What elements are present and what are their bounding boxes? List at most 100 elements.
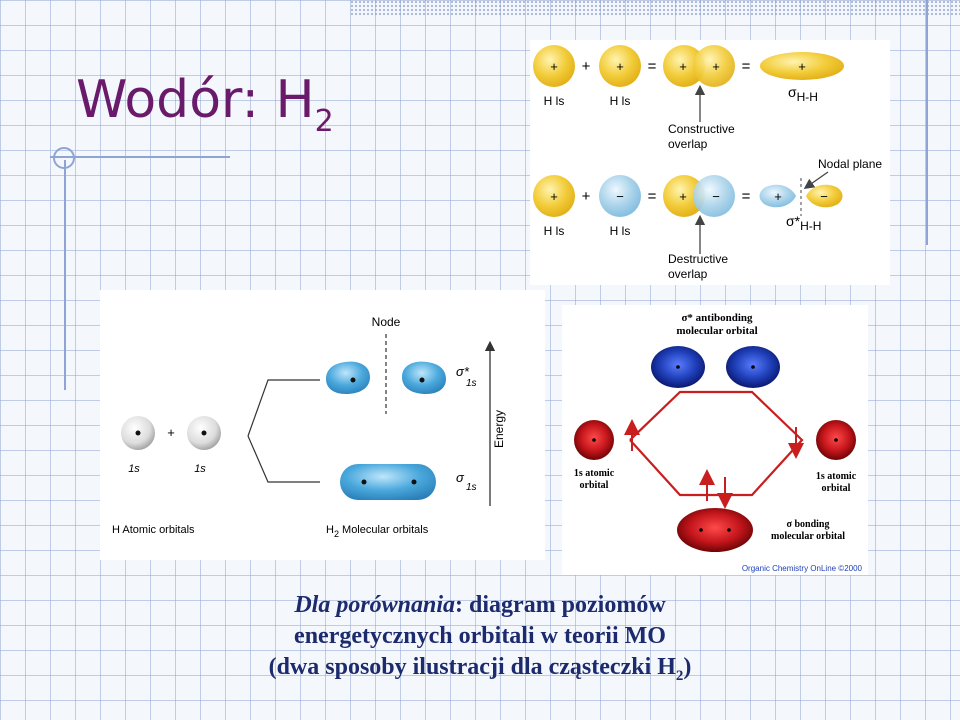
row2-sigma-star-left-lobe bbox=[759, 184, 796, 208]
row2-sigma-star-label: σ*H-H bbox=[786, 213, 821, 233]
atomic-label-b: 1s bbox=[194, 463, 206, 475]
sigma-star-symbol: σ* bbox=[456, 364, 470, 379]
row2-nodal-arrow bbox=[803, 171, 829, 189]
row2-equals-sign: = bbox=[648, 188, 657, 205]
sigma-symbol: σ bbox=[456, 470, 465, 485]
right-atomic-dot bbox=[834, 438, 838, 442]
row2-overlap-a bbox=[663, 175, 705, 217]
antibonding-nucleus-left bbox=[350, 377, 356, 383]
caption-line2: energetycznych orbitali w teorii MO bbox=[294, 623, 666, 649]
row2-note-line2: overlap bbox=[668, 267, 708, 281]
row1-orbital-a bbox=[533, 45, 575, 87]
bonding-title-line1: σ bonding bbox=[787, 519, 830, 530]
row1-note-line2: overlap bbox=[668, 137, 708, 151]
left-atomic-dot bbox=[592, 438, 596, 442]
top-dotted-bar bbox=[350, 0, 960, 16]
row2-overlap-a-sign: + bbox=[679, 189, 687, 204]
row1-orbital-a-sign: + bbox=[550, 59, 558, 74]
antibonding-left-lobe bbox=[326, 361, 370, 394]
comparison-caption: Dla porównania: diagram poziomów energety… bbox=[150, 590, 810, 686]
sigma-subscript: 1s bbox=[466, 482, 477, 493]
row1-overlap-a-sign: + bbox=[679, 59, 687, 74]
sigma-label: σ bbox=[456, 470, 465, 485]
bonding-red-orbital bbox=[677, 508, 753, 552]
row2-orbital-a-sign: + bbox=[550, 189, 558, 204]
row1-label-a: H ls bbox=[544, 94, 565, 108]
sigma-star-label: σ* bbox=[456, 364, 470, 379]
atomic-orbitals-caption: H Atomic orbitals bbox=[112, 524, 195, 536]
caption-line3-suffix: ) bbox=[683, 654, 692, 680]
row2-overlap-b-sign: − bbox=[712, 189, 720, 204]
colored-mo-diagram: σ* antibonding molecular orbital 1s atom… bbox=[562, 305, 868, 575]
decorative-ring bbox=[53, 147, 75, 169]
bonding-orbital bbox=[340, 464, 436, 500]
energy-node-label: Node bbox=[372, 315, 401, 329]
row2-sigma-star-minus: − bbox=[820, 189, 828, 204]
row2-nodal-label: Nodal plane bbox=[818, 157, 882, 171]
row1-sigma-subscript: H-H bbox=[797, 90, 818, 104]
molecular-caption-prefix: H bbox=[326, 524, 334, 536]
slide-title: Wodór: H2 bbox=[76, 70, 334, 139]
row1-sigma-sign: + bbox=[798, 59, 806, 74]
right-label-line2: orbital bbox=[822, 483, 851, 494]
left-label-line2: orbital bbox=[580, 480, 609, 491]
atomic-nucleus-a bbox=[135, 430, 141, 436]
antibonding-dot-right bbox=[751, 365, 755, 369]
row2-orbital-b-sign: − bbox=[616, 189, 624, 204]
slide-title-text: Wodór: H bbox=[76, 70, 315, 130]
decorative-line-left bbox=[64, 160, 66, 390]
row2-sigma-star-subscript: H-H bbox=[800, 219, 821, 233]
row2-label-b: H ls bbox=[610, 224, 631, 238]
caption-line3-prefix: (dwa sposoby ilustracji dla cząsteczki H bbox=[268, 654, 676, 680]
row1-orbital-b-sign: + bbox=[616, 59, 624, 74]
row1-equals-sign-2: = bbox=[742, 58, 751, 75]
row1-sigma-label: σH-H bbox=[788, 84, 818, 104]
row1-orbital-b bbox=[599, 45, 641, 87]
row2-orbital-b bbox=[599, 175, 641, 217]
row2-sigma-star-plus: + bbox=[774, 189, 782, 204]
atomic-nucleus-b bbox=[201, 430, 207, 436]
antibonding-right-lobe bbox=[402, 361, 446, 394]
row1-sigma-orbital bbox=[760, 52, 844, 80]
atomic-label-a: 1s bbox=[128, 463, 140, 475]
molecular-orbitals-caption: H2 Molecular orbitals bbox=[326, 524, 429, 539]
split-line-upper bbox=[247, 379, 320, 437]
row2-plus-sign: + bbox=[582, 188, 591, 205]
atomic-plus-sign: + bbox=[167, 425, 175, 440]
right-label-line1: 1s atomic bbox=[816, 471, 857, 482]
row1-plus-sign: + bbox=[582, 58, 591, 75]
caption-line1-rest: : diagram poziomów bbox=[455, 592, 666, 618]
row1-overlap-b bbox=[693, 45, 735, 87]
row1-equals-sign: = bbox=[648, 58, 657, 75]
antibonding-title-line2: molecular orbital bbox=[676, 325, 757, 337]
molecular-caption-suffix: Molecular orbitals bbox=[339, 524, 429, 536]
mo-connector-lines bbox=[629, 390, 804, 497]
row1-overlap-b-sign: + bbox=[712, 59, 720, 74]
row1-label-b: H ls bbox=[610, 94, 631, 108]
row2-sigma-star-right-lobe bbox=[806, 184, 843, 208]
decorative-line-right bbox=[926, 0, 928, 245]
row1-overlap-a bbox=[663, 45, 705, 87]
bonding-dot-left bbox=[699, 528, 703, 532]
slide-title-subscript: 2 bbox=[314, 104, 334, 139]
row2-equals-sign-2: = bbox=[742, 188, 751, 205]
caption-italic: Dla porównania bbox=[294, 592, 456, 618]
credit-text: Organic Chemistry OnLine ©2000 bbox=[742, 564, 863, 573]
row2-note-line1: Destructive bbox=[668, 252, 728, 266]
row2-overlap-b bbox=[693, 175, 735, 217]
row2-sigma-star-symbol: σ* bbox=[786, 213, 801, 229]
decorative-line-horizontal bbox=[50, 156, 230, 158]
row1-sigma-symbol: σ bbox=[788, 84, 797, 100]
bonding-title-line2: molecular orbital bbox=[771, 531, 845, 542]
left-label-line1: 1s atomic bbox=[574, 468, 615, 479]
antibonding-title-line1: σ* antibonding bbox=[681, 312, 753, 324]
bonding-dot-right bbox=[727, 528, 731, 532]
antibonding-nucleus-right bbox=[419, 377, 425, 383]
overlap-diagram: + + + = + + = + H ls H ls σH-H Construct… bbox=[530, 40, 890, 285]
bonding-nucleus-right bbox=[411, 479, 417, 485]
bonding-nucleus-left bbox=[361, 479, 367, 485]
sigma-star-subscript: 1s bbox=[466, 378, 477, 389]
split-line-lower bbox=[247, 435, 320, 483]
row2-label-a: H ls bbox=[544, 224, 565, 238]
antibonding-dot-left bbox=[676, 365, 680, 369]
